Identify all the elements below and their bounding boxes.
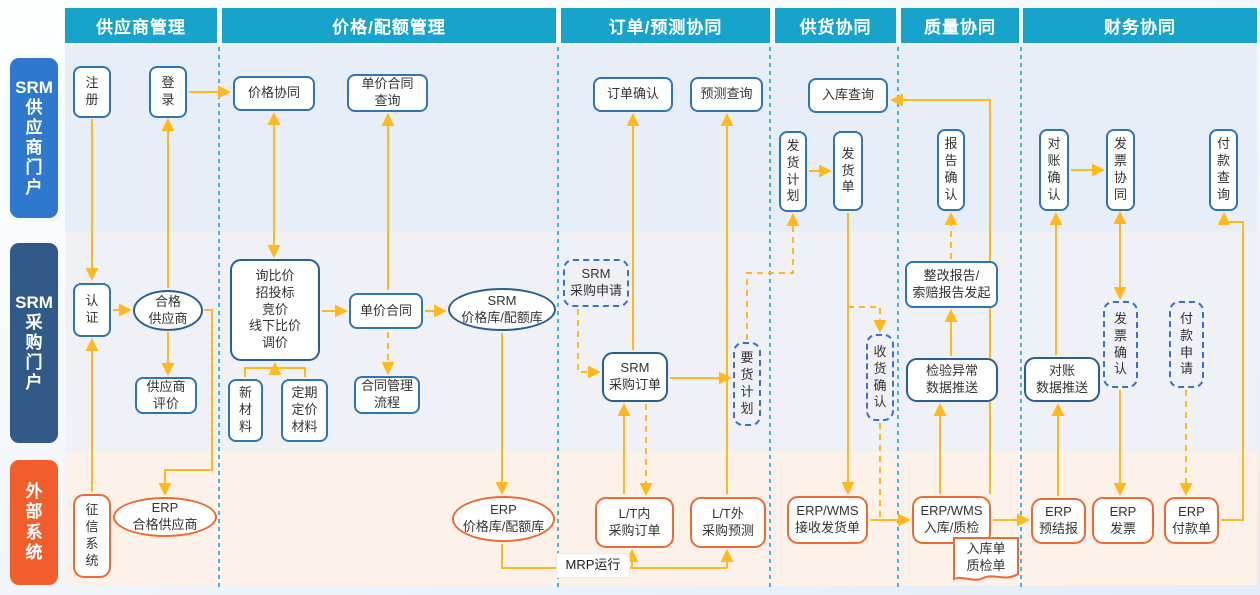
node-receipt-confirm: 收 货 确 认 [866, 334, 894, 421]
node-srm-pr: SRM 采购申请 [563, 259, 629, 307]
node-inspect-abnormal-push: 检验异常 数据推送 [906, 358, 998, 402]
node-unit-contract-query: 单价合同 查询 [347, 74, 428, 112]
node-qualified-supplier: 合格 供应商 [133, 290, 203, 331]
node-erpwms-inbound-qc: ERP/WMS 入库/质检 [912, 496, 991, 544]
node-credit-system: 征 信 系 统 [73, 494, 111, 578]
node-supplier-eval: 供应商 评价 [135, 377, 197, 414]
node-erp-invoice: ERP 发票 [1092, 497, 1154, 544]
node-label: 入库单 质检单 [966, 540, 1006, 573]
node-recon-confirm: 对 账 确 认 [1039, 129, 1069, 211]
column-header-supplier-mgmt: 供应商管理 [65, 8, 217, 43]
node-order-confirm: 订单确认 [593, 77, 673, 112]
node-delivery-req-plan: 要 货 计 划 [733, 342, 761, 426]
node-rectify-claim-report: 整改报告/ 索赔报告发起 [905, 261, 998, 308]
node-payment-query: 付 款 查 询 [1209, 129, 1238, 211]
node-inbound-qc-doc: 入库单 质检单 [953, 537, 1019, 583]
node-unit-contract: 单价合同 [349, 293, 423, 329]
node-recon-data-push: 对账 数据推送 [1024, 357, 1100, 402]
node-payment-request: 付 款 申 请 [1169, 301, 1204, 388]
lane-label-srm-procure-portal: SRM 采 购 门 户 [10, 243, 58, 443]
node-erp-price-bank: ERP 价格库/配额库 [452, 496, 555, 542]
lane-label-srm-supplier-portal: SRM 供 应 商 门 户 [10, 58, 58, 218]
node-login: 登 录 [149, 66, 187, 118]
node-contract-flow: 合同管理 流程 [354, 376, 420, 414]
node-srm-price-bank: SRM 价格库/配额库 [448, 288, 556, 331]
column-header-finance-collab: 财务协同 [1023, 8, 1257, 43]
node-lt-out-forecast: L/T外 采购预测 [690, 497, 766, 548]
node-invoice-confirm: 发 票 确 认 [1103, 301, 1138, 388]
column-header-price-quota-mgmt: 价格/配额管理 [222, 8, 556, 43]
node-erpwms-receive: ERP/WMS 接收发货单 [787, 496, 868, 544]
column-header-supply-collab: 供货协同 [775, 8, 896, 43]
column-header-quality-collab: 质量协同 [901, 8, 1019, 43]
node-forecast-query: 预测查询 [690, 77, 763, 112]
lane-label-external-systems: 外 部 系 统 [10, 460, 58, 585]
node-new-material: 新 材 料 [228, 379, 263, 442]
node-price-collab: 价格协同 [233, 76, 315, 111]
node-lt-in-po: L/T内 采购订单 [595, 497, 674, 548]
node-inquiry-methods: 询比价 招投标 竞价 线下比价 调价 [230, 259, 320, 361]
lane-bg-srm-supplier-portal [65, 45, 1257, 232]
column-header-order-forecast: 订单/预测协同 [561, 8, 770, 43]
node-report-confirm: 报 告 确 认 [937, 129, 965, 211]
node-invoice-collab: 发 票 协 同 [1106, 129, 1135, 211]
document-shape [953, 537, 1019, 581]
node-mrp-run: MRP运行 [556, 553, 630, 578]
node-erp-presettle: ERP 预结报 [1031, 498, 1086, 544]
node-erp-payment: ERP 付款单 [1164, 497, 1219, 544]
node-ship-note: 发 货 单 [833, 131, 863, 211]
node-register: 注 册 [73, 66, 111, 118]
node-auth: 认 证 [73, 283, 111, 337]
node-inbound-query: 入库查询 [808, 78, 888, 113]
node-ship-plan: 发 货 计 划 [779, 131, 807, 212]
node-erp-qualified: ERP 合格供应商 [113, 497, 217, 537]
node-periodic-material: 定期 定价 材料 [281, 379, 328, 442]
node-srm-po: SRM 采购订单 [602, 352, 668, 402]
